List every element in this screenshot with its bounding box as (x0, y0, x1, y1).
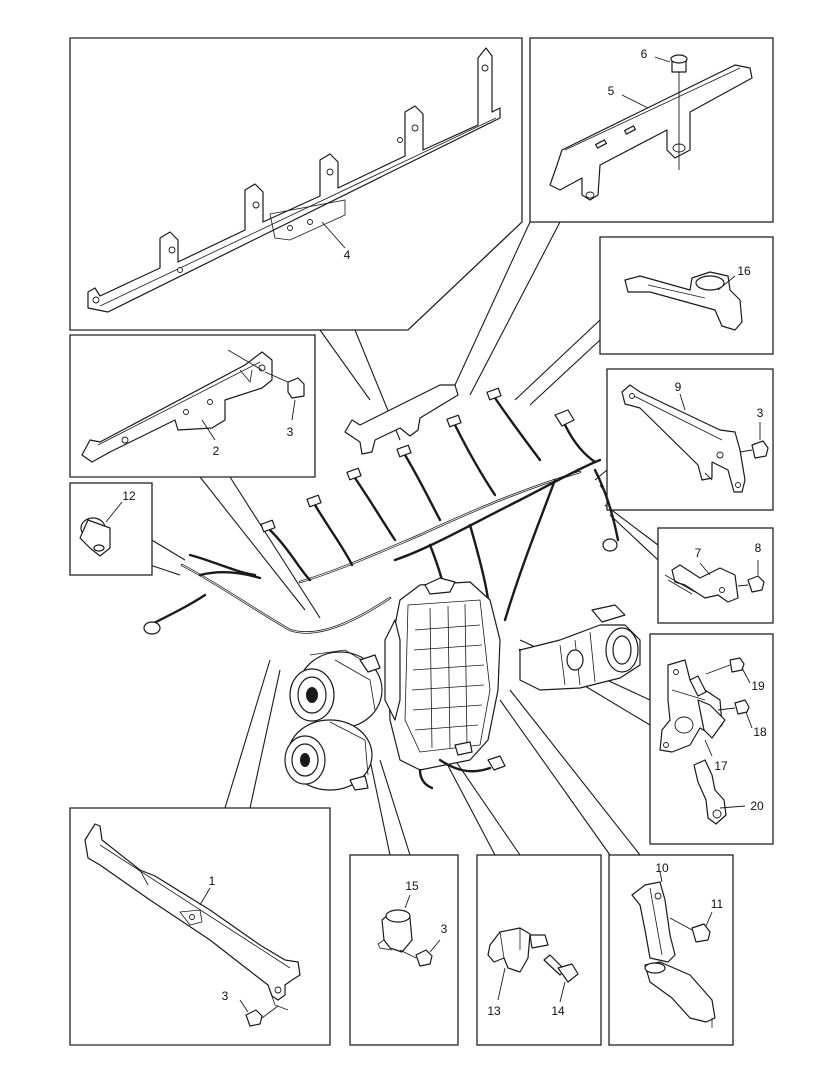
bracket-part-9 (621, 384, 769, 493)
central-wiring-harness-assembly (143, 384, 641, 791)
bracket-part-2 (81, 349, 305, 463)
callout-7: 7 (695, 546, 702, 560)
callout-8: 8 (755, 541, 762, 555)
callout-3-panel9: 3 (757, 406, 764, 420)
callout-10: 10 (655, 861, 669, 875)
callout-11: 11 (711, 897, 724, 911)
callout-3-panel15: 3 (441, 922, 448, 936)
alternator-lower (284, 719, 373, 791)
callout-19: 19 (751, 679, 765, 693)
callout-15: 15 (405, 879, 419, 893)
callout-13: 13 (487, 1004, 501, 1018)
bracket-part-16 (624, 271, 743, 331)
bracket-part-4 (87, 47, 501, 313)
callout-18: 18 (753, 725, 767, 739)
starter-motor (519, 604, 641, 691)
bracket-part-1 (84, 823, 301, 1027)
callout-12: 12 (122, 489, 136, 503)
callout-2: 2 (213, 444, 220, 458)
clip-part-15 (377, 894, 441, 967)
callout-labels: 4 6 5 16 2 3 9 3 12 7 8 19 18 17 20 1 3 … (122, 47, 767, 1018)
callout-17: 17 (714, 759, 728, 773)
clip-part-13-14 (487, 927, 579, 1003)
callout-14: 14 (551, 1004, 565, 1018)
callout-16: 16 (737, 264, 751, 278)
callout-6: 6 (641, 47, 648, 61)
bracket-part-7 (664, 560, 765, 603)
bracket-part-10 (631, 871, 716, 1028)
module-grid (411, 603, 485, 749)
callout-5: 5 (608, 84, 615, 98)
assembly-top-bracket (344, 384, 459, 455)
callout-3-panel1: 3 (222, 989, 229, 1003)
callout-9: 9 (675, 380, 682, 394)
callout-3-panel2: 3 (287, 425, 294, 439)
callout-1: 1 (209, 874, 216, 888)
alternator-upper (289, 649, 383, 729)
bracket-part-5 (549, 54, 753, 201)
callout-20: 20 (750, 799, 764, 813)
control-module-box (387, 581, 501, 771)
callout-4: 4 (344, 248, 351, 262)
bracket-part-17-20 (659, 657, 753, 825)
clip-part-12 (79, 501, 123, 557)
